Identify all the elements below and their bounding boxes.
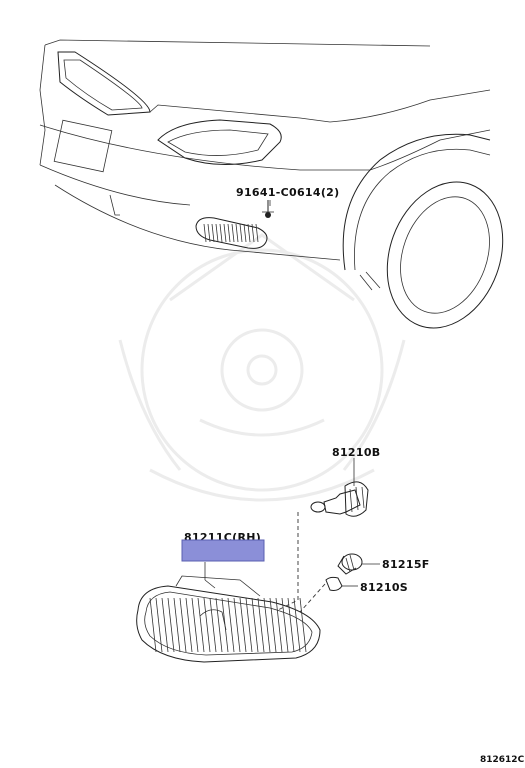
- lens-rib: [219, 223, 223, 243]
- lens-rib: [233, 597, 241, 653]
- diagram-code: 812612C: [480, 755, 525, 765]
- lens-rib: [191, 597, 199, 653]
- lens-rib: [263, 597, 271, 653]
- lens-rib: [245, 597, 253, 653]
- lens-rib: [227, 597, 235, 653]
- lens-rib: [215, 223, 219, 243]
- part-label-small-bulb[interactable]: 81210S: [360, 581, 408, 594]
- lens-rib: [203, 597, 211, 653]
- assembly-line-bulb: [277, 512, 299, 611]
- lens-rib: [209, 597, 217, 653]
- lens-rib: [221, 597, 229, 653]
- lens-rib: [235, 223, 239, 243]
- bulb-socket: [337, 553, 363, 575]
- lens-rib: [185, 597, 193, 653]
- lens-rib: [275, 597, 283, 653]
- lens-rib: [173, 597, 181, 653]
- lens-rib: [167, 597, 175, 653]
- lens-rib: [239, 223, 243, 243]
- lens-rib: [215, 597, 223, 653]
- fog-lamp-assembly: [136, 575, 321, 663]
- part-label-bolt[interactable]: 91641-C0614(2): [236, 186, 339, 199]
- lens-rib: [287, 597, 295, 653]
- lens-rib: [179, 597, 187, 653]
- lens-rib: [161, 597, 169, 653]
- lens-rib: [293, 597, 301, 653]
- lens-rib: [243, 223, 247, 243]
- lens-rib: [231, 223, 235, 243]
- lens-rib: [211, 223, 215, 243]
- lens-rib: [197, 597, 205, 653]
- lens-rib: [269, 597, 277, 653]
- lens-rib: [223, 223, 227, 243]
- watermark-emblem: [118, 233, 406, 502]
- lens-rib: [247, 223, 251, 243]
- lens-rib: [299, 597, 307, 653]
- part-highlight[interactable]: [181, 539, 265, 562]
- lens-rib: [207, 223, 211, 243]
- car-front-outline: [39, 39, 504, 329]
- bolt-fastener: [262, 200, 274, 218]
- part-label-socket[interactable]: 81215F: [382, 558, 430, 571]
- lens-rib: [251, 223, 255, 243]
- lens-rib: [239, 597, 247, 653]
- lens-rib: [149, 597, 157, 653]
- lens-rib: [251, 597, 259, 653]
- part-label-bulb[interactable]: 81210B: [332, 446, 380, 459]
- lens-rib: [155, 597, 163, 653]
- lens-rib: [281, 597, 289, 653]
- installed-fog-lamp: [195, 217, 268, 249]
- lens-rib: [257, 597, 265, 653]
- lens-rib: [227, 223, 231, 243]
- lens-rib: [203, 223, 207, 243]
- assembly-line-small-bulb: [299, 583, 326, 613]
- lens-rib: [255, 223, 259, 243]
- small-bulb: [325, 576, 343, 591]
